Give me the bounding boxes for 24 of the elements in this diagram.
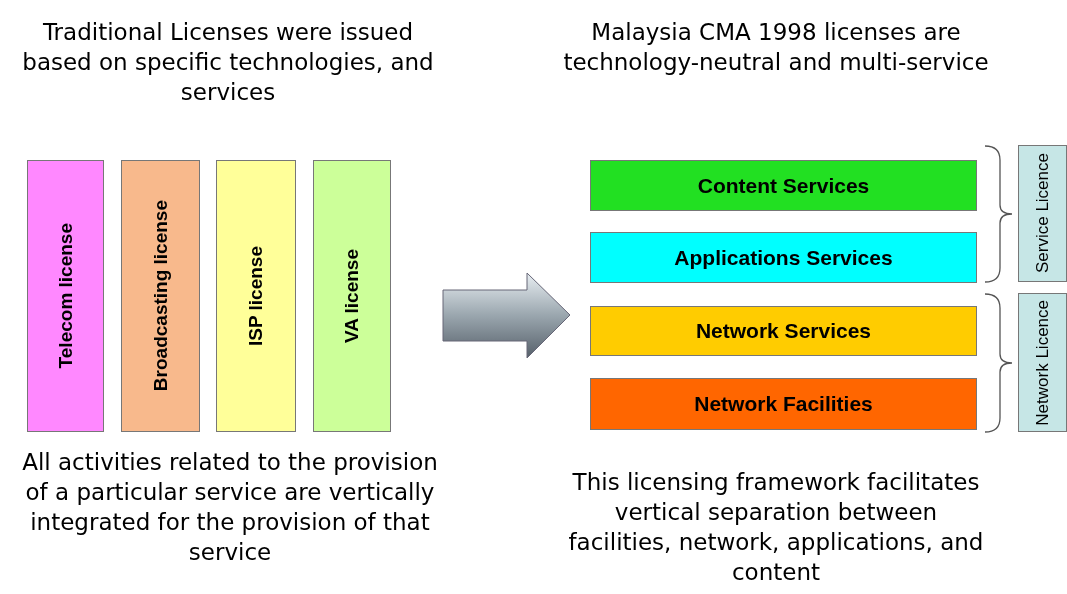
heading-text: Malaysia CMA 1998 licenses are technology-neutral and multi-service: [562, 18, 990, 77]
license-label: Service Licence: [1033, 153, 1052, 274]
license-label: Telecom license: [54, 223, 77, 369]
layer-label: Content Services: [697, 173, 870, 198]
licence-box: [1018, 145, 1067, 282]
layer-label: Network Services: [695, 319, 872, 343]
license-box: [313, 160, 391, 432]
description-text: All activities related to the provision of a particular service are vertically integrated for the provision of that service: [21, 448, 439, 567]
layer-label: Network Facilities: [694, 392, 873, 416]
description-text: This licensing framework facilitates vertical separation between facilities, network, applications, and content: [567, 468, 985, 587]
license-box: [216, 160, 296, 432]
service-layer-bar: [590, 306, 977, 356]
service-layer-bar: [590, 232, 977, 283]
layer-label: Applications Services: [674, 245, 893, 270]
service-layer-bar: [590, 160, 977, 211]
license-box: [121, 160, 200, 432]
license-label: VA license: [341, 249, 363, 343]
license-label: Network Licence: [1033, 299, 1052, 426]
service-layer-bar: [590, 378, 977, 430]
license-box: [27, 160, 104, 432]
license-label: Broadcasting license: [149, 200, 172, 392]
license-label: ISP license: [245, 246, 267, 346]
heading-text: Traditional Licenses were issued based on specific technologies, and services: [21, 18, 435, 107]
licence-box: [1018, 293, 1067, 432]
